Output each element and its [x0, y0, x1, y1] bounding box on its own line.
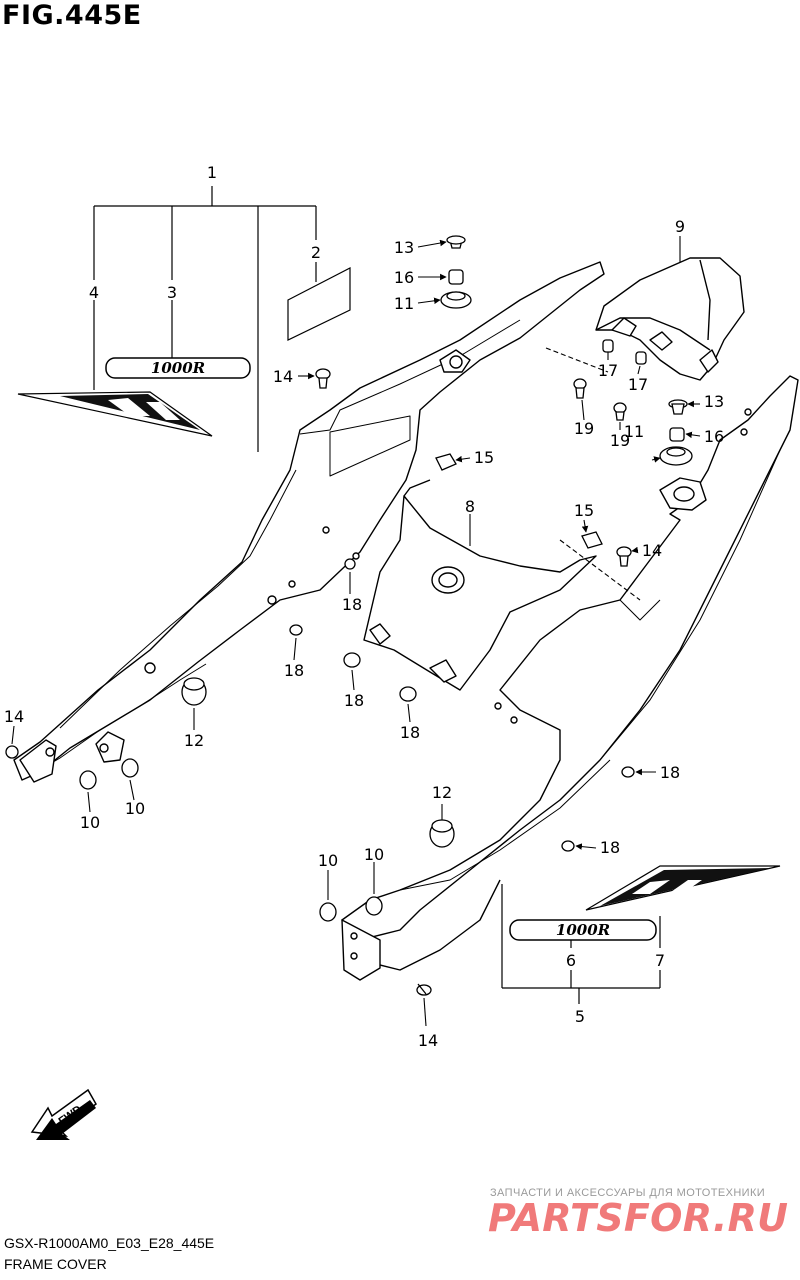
callout-4: 4	[89, 283, 99, 302]
callout-12-b: 12	[432, 783, 452, 802]
callout-10-b: 10	[125, 799, 145, 818]
watermark-logo: PARTSFOR.RU	[488, 1196, 788, 1239]
callout-8: 8	[465, 497, 475, 516]
callout-13-a: 13	[394, 238, 414, 257]
callout-9: 9	[675, 217, 685, 236]
callout-19-b: 19	[610, 431, 630, 450]
callout-11-a: 11	[394, 294, 414, 313]
callout-labels: 1 2 3 4 5 6 7 8 9 10 10 10 10 11 11 12 1…	[4, 163, 724, 1050]
label-decal	[287, 267, 351, 341]
drawing-code: GSX-R1000AM0_E03_E28_445E	[4, 1235, 215, 1251]
leader-lines	[11, 236, 701, 1027]
callout-18-e: 18	[660, 763, 680, 782]
callout-14-c: 14	[4, 707, 24, 726]
callout-6: 6	[566, 951, 576, 970]
callout-18-b: 18	[284, 661, 304, 680]
callout-3: 3	[167, 283, 177, 302]
right-frame-cover	[341, 375, 799, 981]
callout-17-b: 17	[628, 375, 648, 394]
callout-13-b: 13	[704, 392, 724, 411]
right-emblem-decal: 1000R	[509, 919, 657, 941]
callout-7: 7	[655, 951, 665, 970]
right-stripe-decal	[585, 865, 781, 911]
callout-1: 1	[207, 163, 217, 182]
left-stripe-decal	[17, 391, 213, 437]
right-emblem-text: 1000R	[556, 921, 610, 939]
callout-14-a: 14	[273, 367, 293, 386]
tail-cover	[595, 257, 745, 381]
callout-18-f: 18	[600, 838, 620, 857]
callout-18-c: 18	[344, 691, 364, 710]
callout-16-b: 16	[704, 427, 724, 446]
callout-12-a: 12	[184, 731, 204, 750]
assembly-name: FRAME COVER	[4, 1256, 107, 1272]
callout-15-a: 15	[474, 448, 494, 467]
fwd-arrow: FWD	[30, 1088, 97, 1140]
center-seat-cover	[363, 479, 597, 691]
callout-14-b: 14	[642, 541, 662, 560]
callout-14-d: 14	[418, 1031, 438, 1050]
callout-10-a: 10	[80, 813, 100, 832]
callout-16-a: 16	[394, 268, 414, 287]
callout-15-b: 15	[574, 501, 594, 520]
callout-18-a: 18	[342, 595, 362, 614]
left-emblem-text: 1000R	[151, 359, 205, 377]
watermark-tagline: ЗАПЧАСТИ И АКСЕССУАРЫ ДЛЯ МОТОТЕХНИКИ	[490, 1187, 766, 1199]
hardware	[5, 235, 693, 996]
callout-19-a: 19	[574, 419, 594, 438]
callout-10-c: 10	[318, 851, 338, 870]
callout-17-a: 17	[598, 361, 618, 380]
callout-11-b: 11	[624, 422, 644, 441]
figure-title: FIG.445E	[2, 0, 142, 31]
callout-5-bracket	[501, 884, 661, 1004]
callout-18-d: 18	[400, 723, 420, 742]
callout-1-bracket	[93, 186, 317, 452]
callout-2: 2	[311, 243, 321, 262]
callout-10-d: 10	[364, 845, 384, 864]
left-emblem-decal: 1000R	[105, 357, 251, 379]
watermark-logo-text: PARTSFOR.RU	[488, 1196, 788, 1239]
callout-5: 5	[575, 1007, 585, 1026]
left-frame-cover	[13, 261, 605, 783]
